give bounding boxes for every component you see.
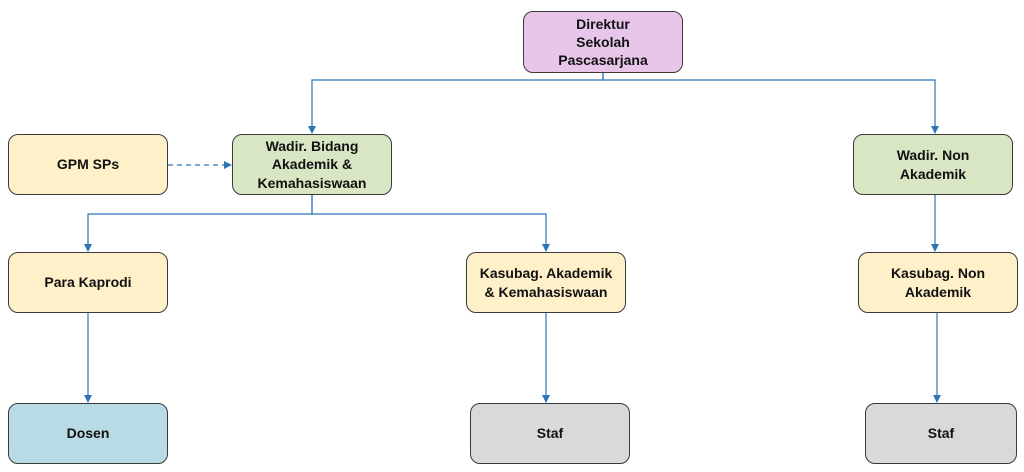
node-staf-non-akademik: Staf — [865, 403, 1017, 464]
connector-direktur-to-wadir-non — [602, 73, 939, 134]
node-kasubag-non-akademik: Kasubag. Non Akademik — [858, 252, 1018, 313]
node-staf-akademik-label: Staf — [536, 425, 564, 442]
node-kasubag-akademik: Kasubag. Akademik & Kemahasiswaan — [466, 252, 626, 313]
node-dosen-label: Dosen — [66, 425, 110, 442]
node-wadir-akademik-label: Wadir. Bidang Akademik & Kemahasiswaan — [257, 138, 367, 191]
node-direktur-label: Direktur Sekolah Pascasarjana — [558, 15, 648, 69]
node-gpm-sps: GPM SPs — [8, 134, 168, 195]
connector-wadir-akademik-to-kasubag-akademik — [311, 195, 550, 252]
node-dosen: Dosen — [8, 403, 168, 464]
connector-direktur-to-wadir-akademik — [308, 73, 604, 134]
connector-wadir-akademik-to-kaprodi — [84, 195, 313, 252]
node-para-kaprodi: Para Kaprodi — [8, 252, 168, 313]
node-wadir-akademik: Wadir. Bidang Akademik & Kemahasiswaan — [232, 134, 392, 195]
node-kasubag-akademik-label: Kasubag. Akademik & Kemahasiswaan — [479, 265, 613, 300]
node-wadir-non-label: Wadir. Non Akademik — [896, 147, 970, 182]
node-kaprodi-label: Para Kaprodi — [44, 274, 132, 291]
node-wadir-non-akademik: Wadir. Non Akademik — [853, 134, 1013, 195]
node-staf-akademik: Staf — [470, 403, 630, 464]
node-direktur-sekolah-pascasarjana: Direktur Sekolah Pascasarjana — [523, 11, 683, 73]
node-staf-non-label: Staf — [927, 425, 955, 442]
node-gpm-label: GPM SPs — [56, 156, 120, 173]
node-kasubag-non-label: Kasubag. Non Akademik — [890, 265, 986, 300]
